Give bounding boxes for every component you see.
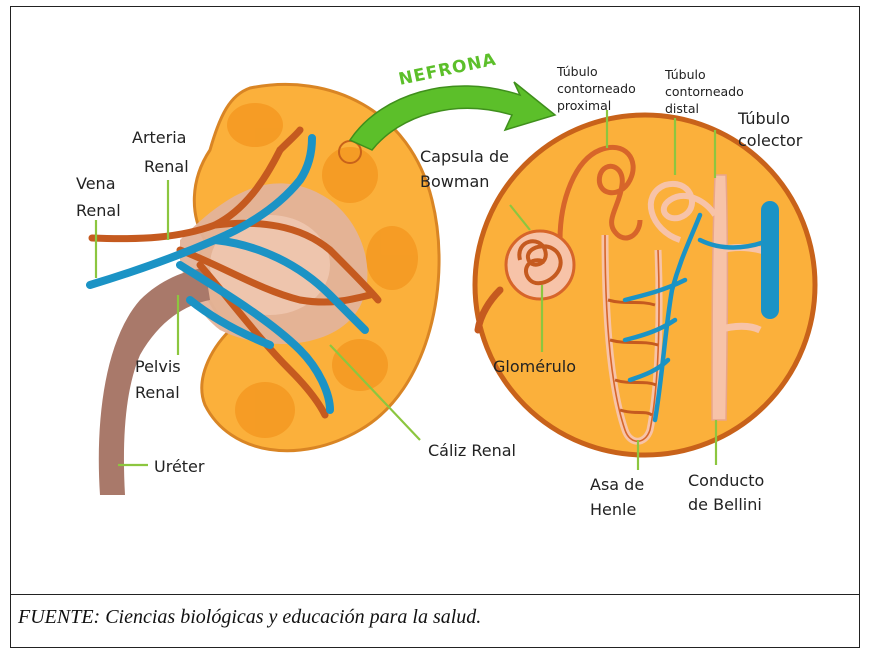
caption-divider xyxy=(10,594,860,595)
label-tubulo-distal: Túbulo contorneado distal xyxy=(664,67,748,116)
nephron-arrow xyxy=(350,82,555,150)
label-arteria-renal: Arteria Renal xyxy=(132,128,192,176)
label-vena-renal: Vena Renal xyxy=(76,174,121,220)
label-capsula-bowman: Capsula de Bowman xyxy=(420,147,514,191)
nephron-closeup xyxy=(475,115,815,455)
label-glomerulo: Glomérulo xyxy=(493,357,576,376)
label-tubulo-colector: Túbulo colector xyxy=(737,109,803,150)
label-asa-henle: Asa de Henle xyxy=(590,475,649,519)
label-caliz-renal: Cáliz Renal xyxy=(428,441,516,460)
figure-caption: FUENTE: Ciencias biológicas y educación … xyxy=(18,606,481,629)
label-pelvis-renal: Pelvis Renal xyxy=(135,357,186,402)
kidney-nephron-diagram: NEFRONA xyxy=(0,0,870,600)
label-conducto-bellini: Conducto de Bellini xyxy=(688,471,769,514)
nefrona-label: NEFRONA xyxy=(397,50,498,90)
label-ureter: Uréter xyxy=(154,457,205,476)
label-tubulo-proximal: Túbulo contorneado proximal xyxy=(556,64,640,113)
